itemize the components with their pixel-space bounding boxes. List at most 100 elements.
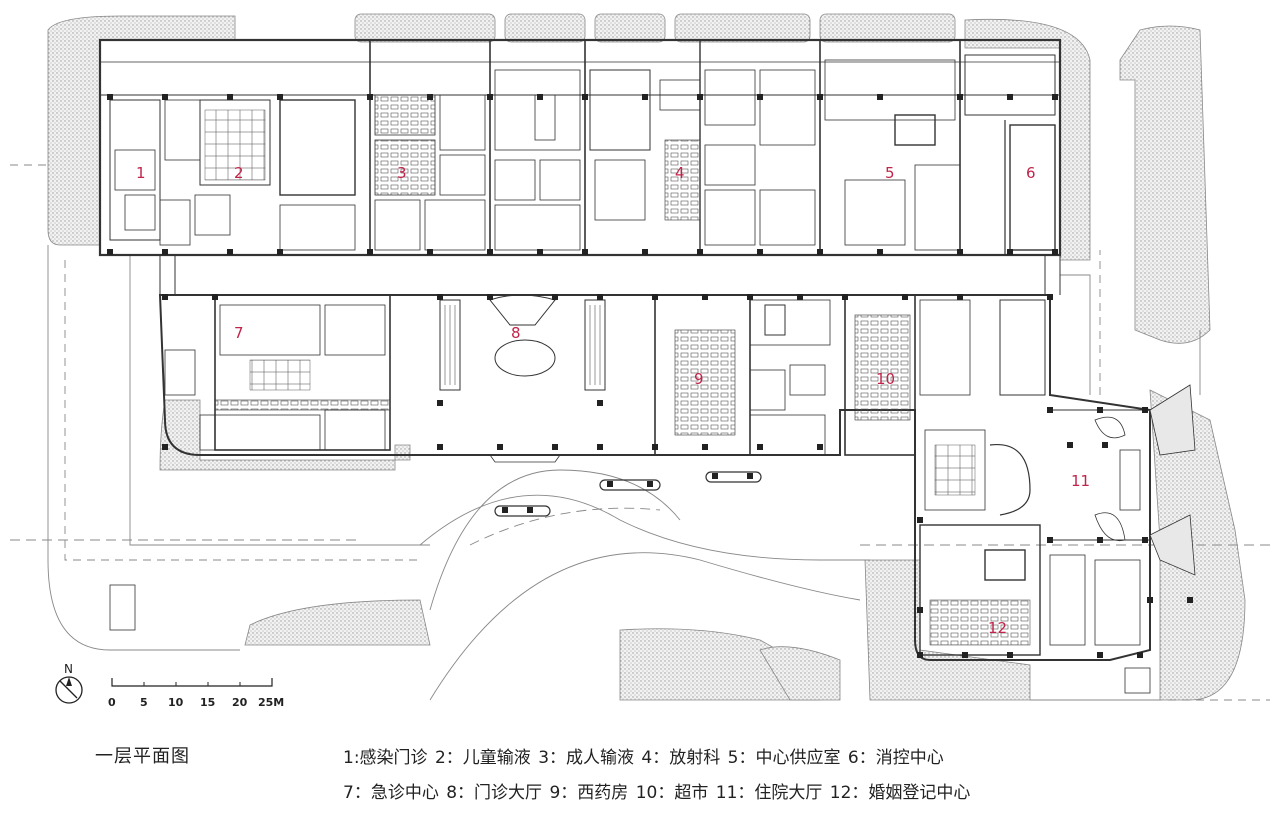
column	[537, 94, 543, 100]
column	[552, 444, 558, 450]
scale-tick-20: 20	[232, 696, 248, 709]
scale-bar: 0 5 10 15 20 25M	[108, 678, 284, 709]
legend-item-2: 2：儿童输液	[434, 748, 531, 768]
column	[877, 249, 883, 255]
scale-tick-5: 5	[140, 696, 148, 709]
column	[1052, 249, 1058, 255]
column	[957, 249, 963, 255]
column	[502, 507, 508, 513]
column	[1137, 652, 1143, 658]
column	[902, 294, 908, 300]
scale-tick-15: 15	[200, 696, 215, 709]
scale-tick-10: 10	[168, 696, 184, 709]
column	[527, 507, 533, 513]
south-wing	[109, 294, 1196, 694]
column	[877, 94, 883, 100]
column	[537, 249, 543, 255]
column	[597, 294, 603, 300]
legend-row-2: 7：急诊中心 8：门诊大厅 9：西药房 10：超市 11：住院大厅 12：婚姻登…	[343, 778, 972, 803]
column	[437, 444, 443, 450]
column	[162, 94, 168, 100]
column	[797, 294, 803, 300]
room-numbers: 1 2 3 4 5 6 7 8 9 10 11 12	[136, 164, 1090, 637]
room-number-7: 7	[234, 324, 244, 342]
column	[642, 94, 648, 100]
column	[1052, 94, 1058, 100]
column	[697, 249, 703, 255]
column	[1047, 537, 1053, 543]
room-number-6: 6	[1026, 164, 1036, 182]
column	[552, 294, 558, 300]
legend-item-6: 6：消控中心	[847, 748, 944, 768]
legend-item-10: 10：超市	[635, 783, 709, 803]
legend-row-1: 1:感染门诊 2：儿童输液 3：成人输液 4：放射科 5：中心供应室 6：消控中…	[343, 743, 946, 768]
room-number-3: 3	[397, 164, 407, 182]
column	[1147, 597, 1153, 603]
column	[747, 294, 753, 300]
column	[277, 94, 283, 100]
scale-tick-0: 0	[108, 696, 116, 709]
room-number-10: 10	[876, 370, 895, 388]
column	[597, 400, 603, 406]
room-number-12: 12	[988, 619, 1007, 637]
column	[1097, 537, 1103, 543]
north-wing	[98, 38, 1062, 257]
column	[427, 249, 433, 255]
column	[652, 444, 658, 450]
legend-item-7: 7：急诊中心	[343, 783, 439, 803]
scale-tick-25m: 25M	[258, 696, 284, 709]
column	[1047, 407, 1053, 413]
column	[497, 444, 503, 450]
room-number-2: 2	[234, 164, 244, 182]
column	[1187, 597, 1193, 603]
legend-item-5: 5：中心供应室	[727, 748, 841, 768]
column	[437, 294, 443, 300]
corridor-links	[159, 255, 1061, 295]
column	[842, 294, 848, 300]
column	[487, 94, 493, 100]
column	[1097, 652, 1103, 658]
site-roads	[10, 164, 1270, 701]
legend-item-8: 8：门诊大厅	[446, 783, 543, 803]
column	[1007, 94, 1013, 100]
column	[747, 473, 753, 479]
legend-item-1: 1:感染门诊	[343, 748, 428, 768]
column	[582, 249, 588, 255]
column	[367, 94, 373, 100]
column	[1047, 294, 1053, 300]
column	[582, 94, 588, 100]
column	[162, 249, 168, 255]
column	[1097, 407, 1103, 413]
column	[1102, 442, 1108, 448]
legend-item-11: 11：住院大厅	[715, 783, 823, 803]
column	[1067, 442, 1073, 448]
legend-item-9: 9：西药房	[549, 783, 629, 803]
north-pointer-icon	[66, 677, 72, 686]
column	[957, 94, 963, 100]
room-number-8: 8	[511, 324, 521, 342]
column	[607, 481, 613, 487]
column	[1007, 249, 1013, 255]
column	[437, 400, 443, 406]
column	[962, 652, 968, 658]
column	[277, 249, 283, 255]
column	[757, 249, 763, 255]
column	[817, 94, 823, 100]
column	[1142, 407, 1148, 413]
column	[652, 294, 658, 300]
column	[1142, 537, 1148, 543]
column	[702, 444, 708, 450]
column	[162, 294, 168, 300]
column	[107, 249, 113, 255]
column	[597, 444, 603, 450]
column	[917, 607, 923, 613]
structural-columns	[107, 94, 1193, 658]
column	[917, 517, 923, 523]
column	[757, 94, 763, 100]
room-number-9: 9	[694, 370, 704, 388]
column	[702, 294, 708, 300]
room-number-5: 5	[885, 164, 895, 182]
column	[757, 444, 763, 450]
legend-item-3: 3：成人输液	[538, 748, 635, 768]
